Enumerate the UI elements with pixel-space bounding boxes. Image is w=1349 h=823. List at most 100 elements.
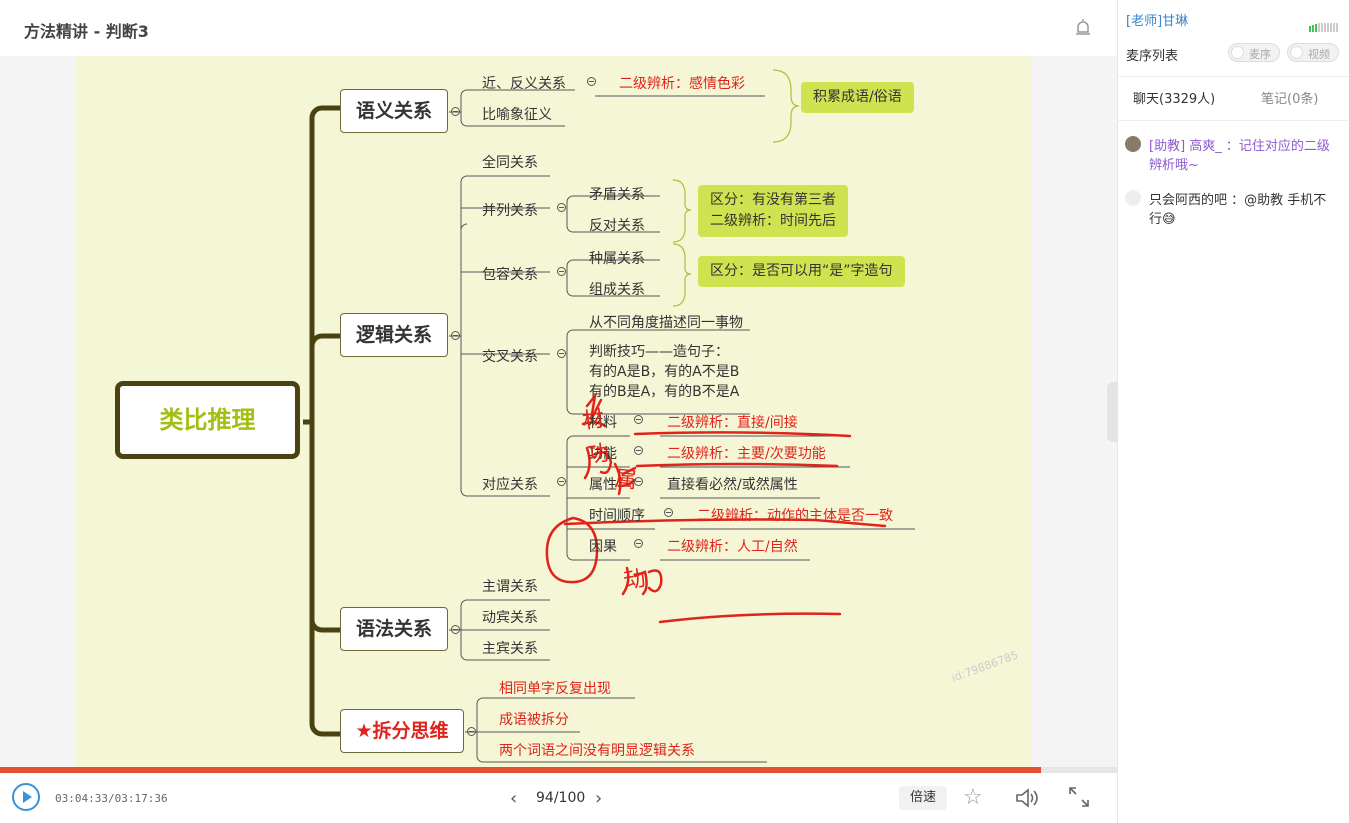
panel-toggle-handle[interactable] (1107, 382, 1117, 442)
playback-time: 03:04:33/03:17:36 (55, 792, 168, 805)
node-subj-pred: 主谓关系 (482, 579, 538, 595)
node-function: 功能 (589, 446, 617, 462)
node-contain: 包容关系 (482, 267, 538, 283)
page-indicator: 94/100 (536, 790, 586, 806)
play-button[interactable] (12, 783, 40, 811)
side-panel (1117, 0, 1349, 823)
tip-line2: 有的A是B，有的A不是B (589, 364, 740, 380)
teacher-name: [老师]甘琳 (1126, 14, 1189, 29)
speed-button[interactable]: 倍速 (899, 786, 947, 810)
favorite-star-icon[interactable]: ☆ (963, 785, 983, 810)
avatar (1125, 136, 1141, 152)
collapse-icon[interactable] (557, 267, 566, 276)
page-title: 方法精讲 - 判断3 (24, 22, 149, 41)
node-contradiction: 矛盾关系 (589, 187, 645, 203)
chat-sender: 只会阿西的吧 ： (1149, 193, 1245, 208)
next-page-button[interactable]: › (595, 788, 603, 809)
handwriting-char: 功 (586, 440, 611, 469)
collapse-icon[interactable] (634, 477, 643, 486)
root-node: 类比推理 (115, 381, 300, 459)
divider (1117, 120, 1349, 121)
node-opposite: 反对关系 (589, 218, 645, 234)
note-function: 二级辨析：主要/次要功能 (667, 446, 826, 462)
mic-list-label: 麦序列表 (1126, 49, 1179, 64)
collapse-icon[interactable] (451, 331, 460, 340)
note-idioms: 积累成语/俗语 (801, 82, 914, 113)
node-emotion-note: 二级辨析：感情色彩 (619, 76, 745, 92)
collapse-icon[interactable] (664, 508, 673, 517)
node-genus: 种属关系 (589, 251, 645, 267)
toggle-knob (1231, 46, 1244, 59)
note-parallel-line2: 二级辨析：时间先后 (710, 213, 836, 229)
node-cross: 交叉关系 (482, 349, 538, 365)
tip-line3: 有的B是A，有的B不是A (589, 384, 740, 400)
toggle-knob (1290, 46, 1303, 59)
tab-chat[interactable]: 聊天(3329人) (1133, 92, 1216, 107)
note-time-order: 二级辨析：动作的主体是否一致 (697, 508, 893, 524)
node-no-logic: 两个词语之间没有明显逻辑关系 (499, 743, 695, 759)
note-parallel-line1: 区分：有没有第三者 (710, 192, 836, 208)
fullscreen-icon[interactable] (1068, 786, 1090, 808)
node-all-same: 全同关系 (482, 155, 538, 171)
tip-line1: 判断技巧——造句子： (589, 344, 729, 360)
collapse-icon[interactable] (467, 727, 476, 736)
note-parallel: 区分：有没有第三者 二级辨析：时间先后 (698, 185, 848, 237)
video-toggle[interactable]: 视频 (1287, 43, 1339, 62)
collapse-icon[interactable] (557, 477, 566, 486)
node-logic: 逻辑关系 (340, 313, 448, 357)
node-idiom-split: 成语被拆分 (499, 712, 569, 728)
mic-queue-toggle[interactable]: 麦序 (1228, 43, 1280, 62)
volume-icon[interactable] (1014, 786, 1040, 810)
handwriting-strokes (545, 391, 887, 624)
node-subj-obj: 主宾关系 (482, 641, 538, 657)
note-contain: 区分：是否可以用“是”字造句 (698, 256, 905, 287)
prev-page-button[interactable]: ‹ (510, 788, 518, 809)
handwriting-char: 材 (580, 406, 606, 435)
chat-message: [助教] 高爽_ ：记住对应的二级辨析哦~ (1149, 137, 1339, 175)
node-metaphor: 比喻象征义 (482, 107, 552, 123)
chat-text: @助教 手机不行 (1149, 193, 1327, 227)
handwriting-char: 属 (613, 466, 639, 495)
slide-mindmap: 类比推理 语义关系 逻辑关系 语法关系 ★拆分思维 近、反义关系 比喻象征义 二… (75, 56, 1031, 767)
node-correspond: 对应关系 (482, 477, 538, 493)
node-split: ★拆分思维 (340, 709, 464, 753)
toggle-label: 麦序 (1249, 48, 1271, 61)
node-cross-desc: 从不同角度描述同一事物 (589, 315, 743, 331)
node-parallel: 并列关系 (482, 203, 538, 219)
divider (1117, 76, 1349, 77)
node-attribute: 属性 (589, 477, 617, 493)
collapse-icon[interactable] (634, 446, 643, 455)
mindmap-connectors (303, 69, 915, 763)
tab-notes[interactable]: 笔记(0条) (1261, 92, 1319, 107)
chat-text: 记住对应的二级辨析哦~ (1149, 139, 1330, 173)
emoji-icon: 😅 (1162, 212, 1176, 227)
collapse-icon[interactable] (557, 203, 566, 212)
node-composition: 组成关系 (589, 282, 645, 298)
node-cause: 因果 (589, 539, 617, 555)
title-bar (0, 0, 1117, 56)
collapse-icon[interactable] (587, 77, 596, 86)
collapse-icon[interactable] (634, 415, 643, 424)
node-repeat-char: 相同单字反复出现 (499, 681, 611, 697)
note-material: 二级辨析：直接/间接 (667, 415, 798, 431)
signal-strength-icon (1309, 13, 1339, 32)
node-cross-tip: 判断技巧——造句子： 有的A是B，有的A不是B 有的B是A，有的B不是A (589, 342, 739, 402)
progress-fill (0, 767, 1042, 773)
collapse-icon[interactable] (634, 539, 643, 548)
note-attribute: 直接看必然/或然属性 (667, 477, 798, 493)
node-near-antonym: 近、反义关系 (482, 76, 566, 92)
toggle-label: 视频 (1308, 48, 1330, 61)
node-grammar: 语法关系 (340, 607, 448, 651)
note-cause: 二级辨析：人工/自然 (667, 539, 798, 555)
node-semantic: 语义关系 (340, 89, 448, 133)
chat-sender: [助教] 高爽_ ： (1149, 139, 1239, 154)
node-verb-obj: 动宾关系 (482, 610, 538, 626)
collapse-icon[interactable] (557, 349, 566, 358)
collapse-icon[interactable] (451, 107, 460, 116)
node-material: 材料 (589, 415, 617, 431)
chat-message: 只会阿西的吧 ：@助教 手机不行😅 (1149, 191, 1339, 229)
node-time-order: 时间顺序 (589, 508, 645, 524)
bell-icon[interactable] (1074, 18, 1092, 38)
collapse-icon[interactable] (451, 625, 460, 634)
avatar (1125, 190, 1141, 206)
